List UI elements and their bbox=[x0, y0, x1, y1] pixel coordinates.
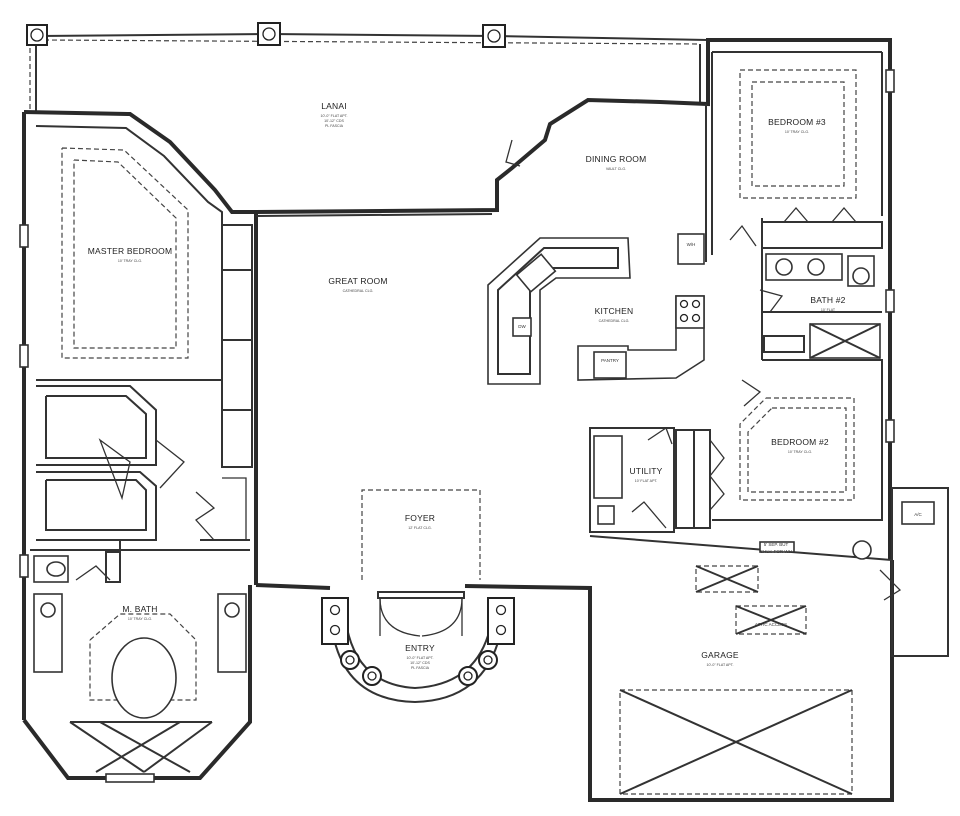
bedroom3-note: 10' TRAY CLG. bbox=[785, 130, 809, 134]
bath2-note: 10' FLAT bbox=[821, 308, 836, 312]
ac-label: A/C bbox=[914, 512, 922, 517]
entry-label: ENTRY bbox=[405, 643, 435, 653]
entry-column-5 bbox=[458, 666, 478, 686]
foyer-note: 12' FLAT CLG. bbox=[408, 526, 432, 530]
refrigerator-fixture bbox=[677, 233, 705, 265]
master-bedroom bbox=[35, 125, 253, 468]
dining-label: DINING ROOM bbox=[586, 154, 647, 164]
master-bedroom-label: MASTER BEDROOM bbox=[88, 246, 173, 256]
exterior-walls bbox=[19, 38, 895, 802]
bedroom2-label: BEDROOM #2 bbox=[771, 437, 829, 447]
water-heater bbox=[852, 540, 872, 560]
lanai-column-3 bbox=[482, 24, 506, 48]
tub-fixture bbox=[111, 637, 177, 719]
garage-shelf bbox=[759, 541, 795, 553]
ac-unit bbox=[901, 501, 935, 525]
bath2-label: BATH #2 bbox=[810, 295, 845, 305]
dining-note: VAULT CLG. bbox=[606, 167, 626, 171]
refrigerator-label: W/H bbox=[687, 242, 696, 247]
dining-room bbox=[505, 139, 521, 167]
lanai-column-1 bbox=[26, 24, 48, 46]
great-room-label: GREAT ROOM bbox=[328, 276, 387, 286]
master-bath bbox=[30, 539, 250, 773]
attic-access-label: ATTIC ACCESS bbox=[755, 622, 787, 627]
master-bath-note: 10' TRAY CLG. bbox=[128, 617, 152, 621]
lanai-column-2 bbox=[257, 22, 281, 46]
bedroom-2 bbox=[675, 359, 883, 529]
entry-note-2: 10'-12" CDS bbox=[410, 661, 430, 665]
entry-column-2 bbox=[487, 597, 515, 645]
great-room bbox=[222, 213, 493, 541]
garage-note-2: SHLV. FOR WH bbox=[760, 549, 792, 554]
kitchen-label: KITCHEN bbox=[595, 306, 634, 316]
master-closets bbox=[36, 385, 216, 541]
entry-column-1 bbox=[321, 597, 349, 645]
utility-label: UTILITY bbox=[629, 466, 662, 476]
lanai-label: LANAI bbox=[321, 101, 347, 111]
entry-column-6 bbox=[478, 650, 498, 670]
entry-column-3 bbox=[340, 650, 360, 670]
kitchen-note: CATHEDRAL CLG. bbox=[599, 319, 630, 323]
lanai-note-3: PL FASCIA bbox=[325, 124, 344, 128]
bedroom2-note: 10' TRAY CLG. bbox=[788, 450, 812, 454]
kitchen bbox=[487, 104, 707, 385]
garage-door bbox=[619, 689, 853, 795]
washer-dryer bbox=[593, 435, 623, 499]
dishwasher-label: DW bbox=[518, 324, 526, 329]
lanai-note-2: 10'-12" CDS bbox=[324, 119, 344, 123]
lanai-area bbox=[26, 22, 709, 112]
utility-room bbox=[589, 427, 675, 533]
lanai-note-1: 10'-0" FLAT APT. bbox=[321, 114, 348, 118]
garage bbox=[589, 535, 902, 795]
utility-note: 10' FLAT APT. bbox=[635, 479, 658, 483]
garage-label: GARAGE bbox=[701, 650, 739, 660]
great-room-note: CATHEDRAL CLG. bbox=[343, 289, 374, 293]
bedroom3-label: BEDROOM #3 bbox=[768, 117, 826, 127]
ac-pad bbox=[891, 487, 949, 657]
pantry-label: PANTRY bbox=[601, 358, 619, 363]
master-bedroom-note: 10' TRAY CLG. bbox=[118, 259, 142, 263]
garage-note-1: 5' SEP. BUT bbox=[764, 542, 789, 547]
foyer-label: FOYER bbox=[405, 513, 435, 523]
room-labels: LANAI 10'-0" FLAT APT. 10'-12" CDS PL FA… bbox=[88, 101, 923, 670]
entry bbox=[321, 591, 515, 704]
cooktop-fixture bbox=[675, 295, 705, 329]
pantry-box bbox=[593, 351, 627, 379]
garage-note: 10'-0" FLAT APT. bbox=[707, 663, 734, 667]
bath-2 bbox=[729, 218, 882, 360]
master-bath-label: M. BATH bbox=[122, 604, 157, 614]
foyer bbox=[361, 489, 481, 580]
entry-column-4 bbox=[362, 666, 382, 686]
entry-note-3: PL FASCIA bbox=[411, 666, 430, 670]
entry-note-1: 10'-0" FLAT APT. bbox=[407, 656, 434, 660]
